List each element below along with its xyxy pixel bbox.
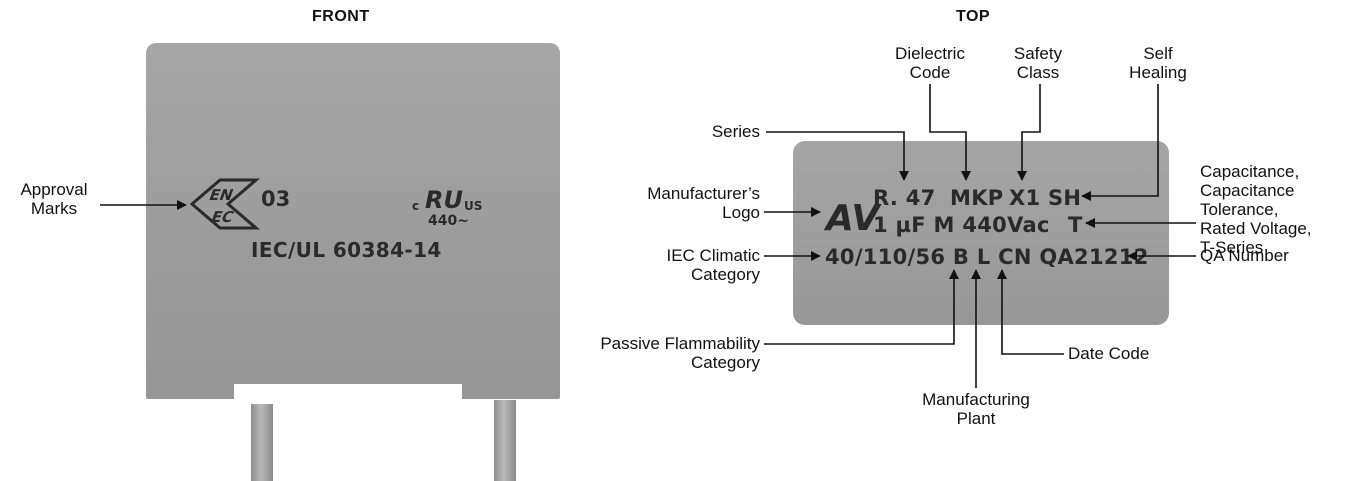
label-qa-number: QA Number (1200, 246, 1289, 265)
top-heading: TOP (956, 8, 991, 25)
front-capacitor-body (146, 43, 560, 399)
svg-text:EN: EN (207, 186, 236, 203)
front-right-lead (494, 400, 516, 481)
marking-tseries: T (1068, 213, 1083, 237)
label-series: Series (711, 122, 760, 141)
leader-safety-class (1017, 84, 1041, 181)
front-capacitor-notch (234, 384, 462, 404)
ul-c-mark: c (412, 199, 420, 213)
ul-us-mark: US (464, 199, 483, 213)
leader-self-healing (1081, 84, 1159, 201)
top-capacitor-body (793, 141, 1169, 325)
front-heading: FRONT (312, 8, 370, 25)
approval-code: 03 (261, 187, 291, 211)
leader-date-code (997, 269, 1064, 355)
front-left-lead (251, 400, 273, 481)
marking-dielectric: MKP (950, 186, 1004, 210)
svg-text:RU: RU (425, 186, 463, 212)
marking-class: X1 (1009, 186, 1041, 210)
ul-voltage: 440~ (428, 213, 469, 229)
marking-series: R. 47 (873, 186, 936, 210)
manufacturer-logo-icon: AV (826, 198, 880, 239)
ul-mark-icon: RU (425, 186, 463, 212)
marking-line3: 40/110/56 B L CN QA21212 (825, 245, 1149, 269)
front-standard: IEC/UL 60384-14 (251, 238, 442, 262)
leader-dielectric-code (929, 84, 971, 181)
svg-text:EC: EC (209, 208, 237, 225)
marking-self-healing: SH (1048, 186, 1082, 210)
label-date-code: Date Code (1068, 344, 1150, 363)
marking-capacitance: 1 µF M 440Vac (873, 213, 1050, 237)
enec-mark-icon: EN EC (190, 178, 261, 230)
leader-series (766, 131, 909, 181)
leader-passive-flammability (764, 269, 959, 345)
